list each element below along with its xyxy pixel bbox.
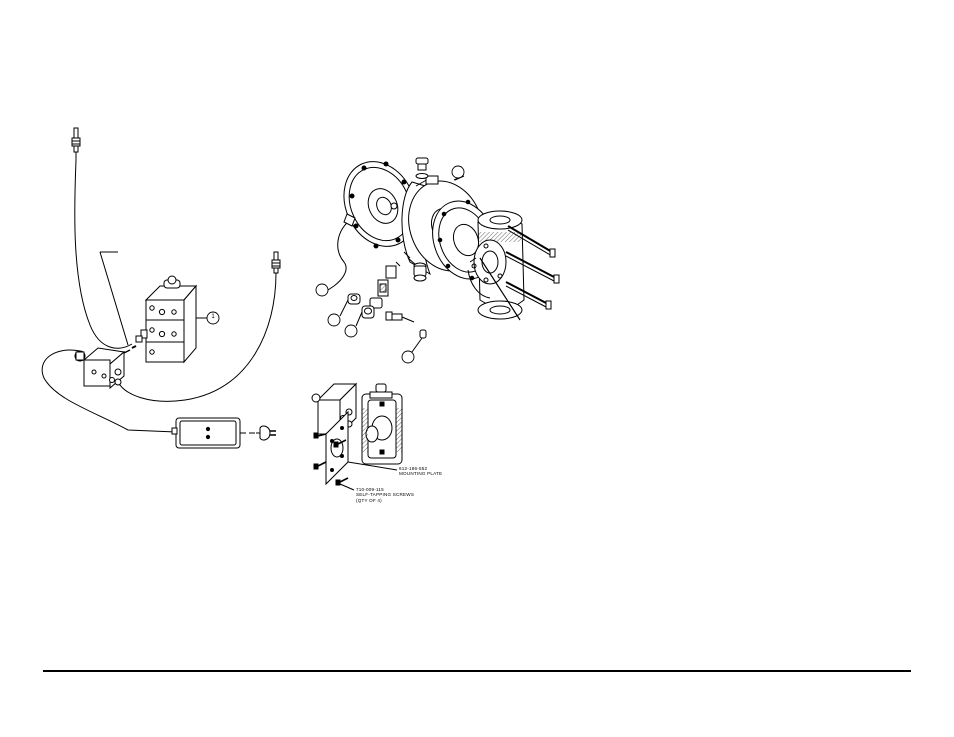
controller-box — [136, 276, 207, 362]
fitting-elbow — [348, 294, 360, 304]
fitting-nipple — [362, 306, 374, 318]
top-plug — [416, 158, 428, 179]
mounting-detail — [312, 384, 402, 490]
mounting-plate-label: 612-186-552 MOUNTING PLATE — [399, 466, 442, 477]
lower-valve — [414, 263, 426, 281]
small-fitting — [420, 330, 426, 338]
power-supply — [172, 418, 255, 448]
callout-circle — [328, 314, 340, 326]
callout-circle — [402, 351, 414, 363]
sensor-probe-install — [386, 312, 414, 322]
screws-label: 710-009-115 SELF-TAPPING SCREWS (QTY OF … — [356, 487, 414, 503]
leak-sensor-probe-right — [272, 252, 280, 273]
fittings-center — [370, 252, 410, 308]
pump-exploded-view — [328, 150, 559, 352]
callout-circle — [452, 166, 464, 178]
callout-circle — [345, 325, 357, 337]
leader-line — [100, 252, 128, 345]
pump-center-block — [362, 384, 402, 464]
screws-qty: (QTY OF 4) — [356, 498, 414, 503]
sensor-cable-left — [75, 160, 132, 348]
callout-number-controller: 1 — [207, 314, 219, 320]
junction-box — [75, 348, 124, 388]
power-plug — [256, 426, 276, 440]
left-assembly — [42, 128, 280, 448]
drain-tube — [334, 220, 350, 286]
mounting-plate-name: MOUNTING PLATE — [399, 471, 442, 476]
leak-sensor-probe-left — [72, 128, 80, 160]
callout-circle — [316, 284, 328, 296]
